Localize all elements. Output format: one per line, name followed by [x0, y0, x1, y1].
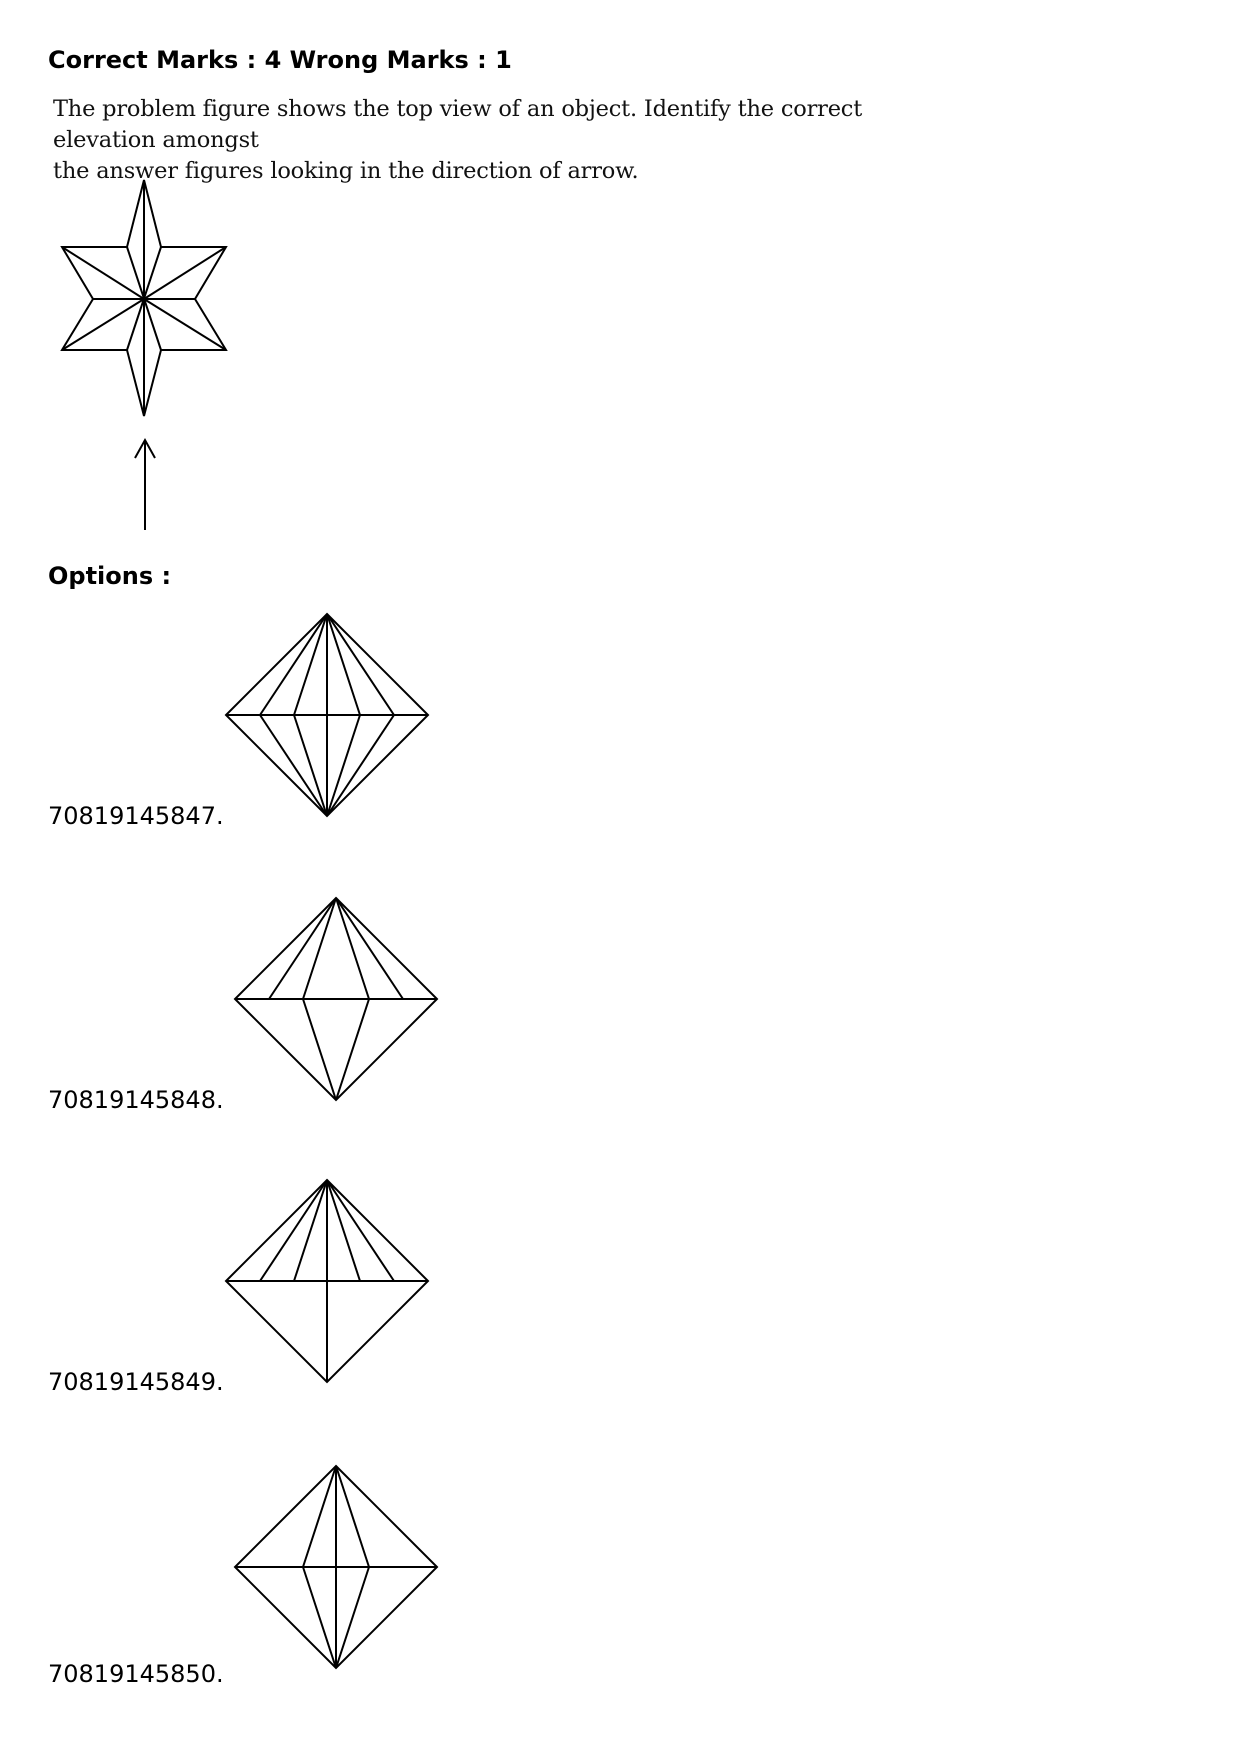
option-figure-4[interactable] [231, 1462, 441, 1672]
question-text: The problem figure shows the top view of… [53, 94, 953, 187]
direction-arrow-icon [134, 437, 156, 530]
option-label-2: 70819145848. [48, 1086, 224, 1114]
option-figure-2[interactable] [231, 894, 441, 1104]
question-line-1: The problem figure shows the top view of… [53, 96, 863, 153]
options-heading: Options : [48, 562, 172, 590]
option-figure-3[interactable] [222, 1176, 432, 1386]
marks-header: Correct Marks : 4 Wrong Marks : 1 [48, 46, 512, 74]
option-figure-1[interactable] [222, 610, 432, 820]
option-label-1: 70819145847. [48, 802, 224, 830]
problem-figure-star [60, 179, 228, 417]
question-line-2: the answer figures looking in the direct… [53, 158, 639, 184]
option-label-3: 70819145849. [48, 1368, 224, 1396]
option-label-4: 70819145850. [48, 1660, 224, 1688]
